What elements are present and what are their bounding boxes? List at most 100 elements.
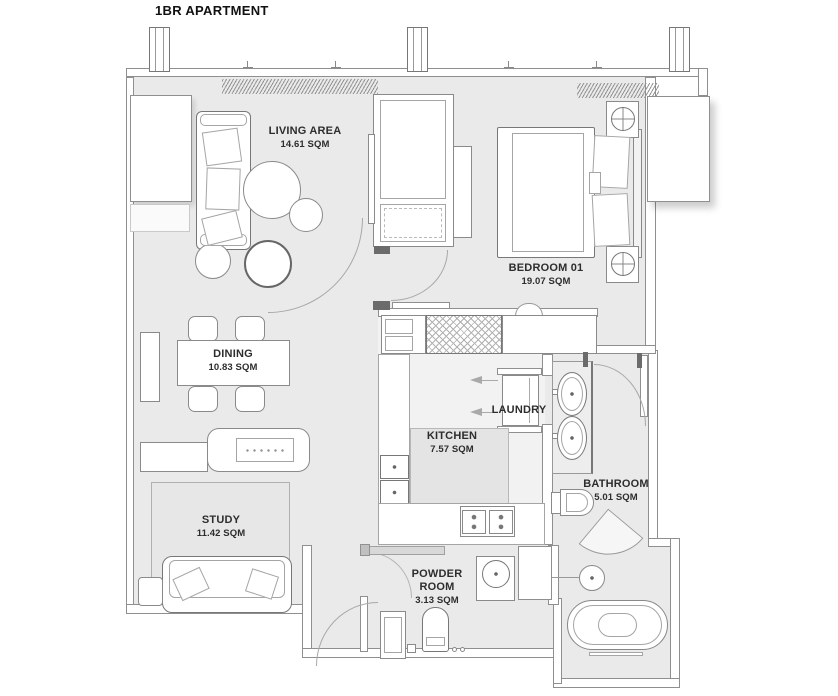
kitchen-counter-right: [502, 315, 597, 354]
label-powder-sqm: 3.13 SQM: [415, 595, 459, 606]
window-tick-4: [592, 61, 602, 68]
label-bedroom-sqm: 19.07 SQM: [521, 276, 571, 287]
bed-pillow-2: [591, 193, 631, 247]
dining-chair-4: [235, 386, 265, 412]
kitchen-sink-bowl-1: [385, 319, 413, 334]
bathtub-basin: [598, 613, 637, 637]
study-side-table: [138, 577, 163, 606]
powder-toilet-base: [426, 637, 445, 646]
hanger-line-top: [482, 380, 498, 381]
bedroom-door-hinge: [374, 246, 390, 254]
shelf-below-shaft: [130, 204, 190, 232]
powder-counter-bar: [369, 546, 445, 555]
corridor-door-leaf: [392, 302, 450, 309]
wall-shelf: [140, 332, 160, 402]
tub-room-bottom-wall: [553, 678, 680, 688]
nightstand-top-lamp-icon: [611, 107, 635, 131]
dining-chair-3: [188, 386, 218, 412]
hanger-symbol-top: [470, 376, 482, 384]
column-mullion-3: [669, 27, 690, 72]
label-study-name: STUDY: [201, 514, 241, 526]
kitchen-laundry-wall-lower: [542, 424, 553, 545]
powder-dot-1: [452, 647, 457, 652]
label-bathroom-name: BATHROOM: [583, 478, 649, 490]
washing-machine-door-line: [529, 378, 530, 423]
column-mullion-1: [149, 27, 170, 72]
sideboard-vents: [244, 448, 286, 453]
powder-cabinet-inner: [384, 617, 402, 653]
tub-room-right-wall: [670, 538, 680, 688]
tub-room-left-wall: [553, 598, 562, 684]
label-dining: DINING 10.83 SQM: [209, 348, 258, 374]
label-living-name: LIVING AREA: [268, 125, 342, 137]
laundry-niche-top-wall: [497, 368, 542, 375]
washing-machine: [502, 375, 539, 426]
wardrobe-door-panel: [380, 100, 446, 199]
pouf: [195, 243, 231, 279]
insulation-hatch-right: [577, 83, 659, 98]
window-tick-1: [243, 61, 253, 68]
bed-mattress: [512, 133, 584, 252]
label-bathroom-sqm: 5.01 SQM: [594, 492, 638, 503]
bathtub-ledge: [589, 652, 643, 656]
powder-dot-2: [460, 647, 465, 652]
powder-service-box: [518, 546, 552, 600]
label-kitchen: KITCHEN 7.57 SQM: [427, 430, 477, 456]
label-kitchen-sqm: 7.57 SQM: [430, 444, 474, 455]
label-living-area: LIVING AREA 14.61 SQM: [269, 125, 342, 151]
powder-counter-cap: [360, 544, 370, 556]
round-armchair: [244, 240, 292, 288]
hanger-line-bottom: [482, 412, 498, 413]
bed-headboard: [633, 129, 642, 258]
hob-burners-right: [489, 510, 513, 534]
corridor-door-hinge: [373, 301, 390, 310]
label-laundry: LAUNDRY: [492, 404, 547, 417]
shower-drain: [579, 565, 605, 591]
window-tick-3: [504, 61, 514, 68]
drain-leader-line: [552, 577, 579, 578]
label-bedroom: BEDROOM 01 19.07 SQM: [509, 262, 584, 288]
service-shaft-left: [130, 95, 192, 202]
label-bedroom-name: BEDROOM 01: [508, 262, 584, 274]
entrance-wall: [302, 545, 312, 658]
hanger-symbol-bottom: [470, 408, 482, 416]
powder-floor-fixture: [407, 644, 416, 653]
hob-burners-left: [462, 510, 486, 534]
door-jamb-mark-1: [583, 352, 588, 367]
vanity-faucet-1: [552, 389, 558, 395]
door-jamb-mark-2: [637, 353, 642, 368]
label-living-sqm: 14.61 SQM: [280, 139, 330, 150]
bed-cushion-center: [589, 172, 601, 194]
label-dining-name: DINING: [213, 348, 253, 360]
bathroom-toilet-seat: [566, 493, 588, 512]
kitchen-sink-bowl-2: [385, 336, 413, 351]
appliance-oven: [380, 455, 409, 479]
top-wall-stub-right: [698, 68, 708, 96]
dining-chair-2: [235, 316, 265, 342]
label-dining-sqm: 10.83 SQM: [208, 362, 258, 373]
label-powder-room: POWDER ROOM 3.13 SQM: [401, 568, 473, 607]
window-tick-2: [331, 61, 341, 68]
cabinet-left: [140, 442, 208, 472]
wardrobe-side-panel: [453, 146, 472, 238]
label-laundry-name: LAUNDRY: [491, 404, 547, 416]
label-study: STUDY 11.42 SQM: [197, 514, 245, 540]
balcony-right: [647, 96, 710, 202]
vanity-faucet-2: [552, 433, 558, 439]
dining-table: [177, 340, 290, 386]
label-kitchen-name: KITCHEN: [426, 430, 478, 442]
appliance-dishwasher: [380, 480, 409, 505]
dining-chair-1: [188, 316, 218, 342]
label-bathroom: BATHROOM 5.01 SQM: [583, 478, 649, 504]
label-study-sqm: 11.42 SQM: [196, 528, 246, 539]
vanity-sink-1-basin: [561, 377, 583, 411]
wardrobe-rail-left: [368, 134, 375, 224]
plan-title: 1BR APARTMENT: [155, 3, 269, 18]
living-sofa-cushion-1: [201, 127, 243, 167]
kitchen-counter-hatched: [426, 315, 502, 354]
bathroom-right-wall: [648, 350, 658, 546]
insulation-hatch-left: [222, 79, 378, 94]
living-sofa-armrest-top: [200, 114, 247, 126]
living-sofa-cushion-2: [205, 167, 241, 211]
